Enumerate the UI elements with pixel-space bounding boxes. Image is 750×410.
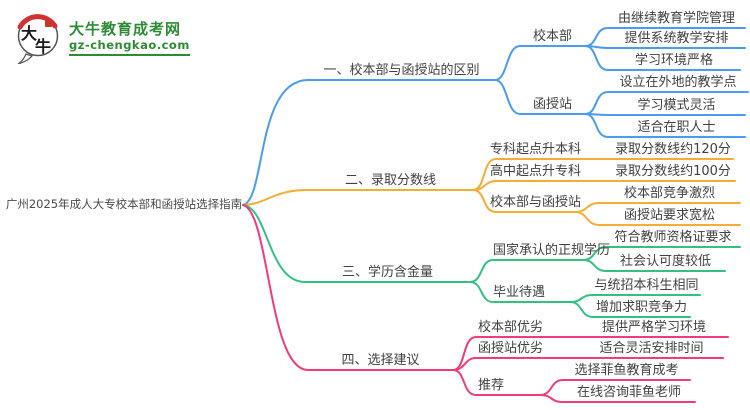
logo-underline (69, 54, 190, 56)
branch-1-leaf: 提供系统教学安排 (624, 31, 729, 46)
branch-1-lines (242, 27, 749, 206)
branch-1-child-0: 校本部 (532, 29, 572, 44)
branch-3-leaf: 符合教师资格证要求 (614, 230, 732, 245)
branch-3-leaf: 增加求职竞争力 (595, 300, 687, 315)
branch-1-leaf: 学习环境严格 (634, 53, 713, 68)
branch-1-child-1: 函授站 (532, 97, 572, 112)
branch-4-leaf: 适合灵活安排时间 (599, 341, 704, 356)
branch-2-leaf: 录取分数线约120分 (615, 142, 731, 157)
branch-2-label: 二、录取分数线 (344, 173, 436, 188)
branch-3-lines (242, 204, 741, 318)
branch-2-child-2: 校本部与函授站 (490, 195, 582, 210)
branch-4-child-0: 校本部优劣 (478, 320, 544, 335)
branch-3-child-0: 国家承认的正规学历 (493, 243, 611, 258)
branch-3-label: 三、学历含金量 (341, 265, 433, 280)
branch-4-leaf: 选择菲鱼教育成考 (574, 363, 679, 378)
branch-2-leaf: 函授站要求宽松 (623, 208, 715, 223)
branch-4-label: 四、选择建议 (341, 353, 420, 368)
branch-2-leaf: 校本部竞争激烈 (623, 186, 715, 201)
branch-1-leaf: 由继续教育学院管理 (617, 11, 735, 26)
site-url: gz-chengkao.com (69, 38, 190, 52)
logo-char-niu: 牛 (35, 37, 51, 56)
root-node: 广州2025年成人大专校本部和函授站选择指南 (5, 197, 243, 211)
branch-3-leaf: 与统招本科生相同 (594, 278, 699, 293)
branch-4-leaf: 在线咨询菲鱼老师 (576, 385, 681, 400)
branch-1-leaf: 设立在外地的教学点 (619, 75, 737, 90)
branch-2-child-1: 高中起点升专科 (490, 164, 582, 179)
branch-3-child-1: 毕业待遇 (493, 285, 546, 300)
branch-4-leaf: 提供严格学习环境 (601, 320, 706, 335)
branch-4-lines (242, 204, 729, 403)
branch-3-leaf: 社会认可度较低 (619, 254, 711, 269)
site-logo[interactable]: 大 牛 大牛教育成考网 gz-chengkao.com (14, 12, 190, 64)
daniu-logo-icon: 大 牛 (17, 14, 59, 64)
branch-2-child-0: 专科起点升本科 (490, 142, 582, 157)
branch-1-leaf: 学习模式灵活 (637, 98, 716, 113)
branch-4-child-1: 函授站优劣 (478, 341, 544, 356)
branch-2-lines (242, 158, 741, 226)
branch-1-leaf: 适合在职人士 (637, 120, 716, 135)
site-name: 大牛教育成考网 (69, 20, 182, 38)
branch-2-leaf: 录取分数线约100分 (615, 164, 731, 179)
branch-4-child-2: 推荐 (478, 378, 505, 393)
branch-1-label: 一、校本部与函授站的区别 (323, 63, 480, 78)
logo-char-da: 大 (21, 24, 37, 43)
